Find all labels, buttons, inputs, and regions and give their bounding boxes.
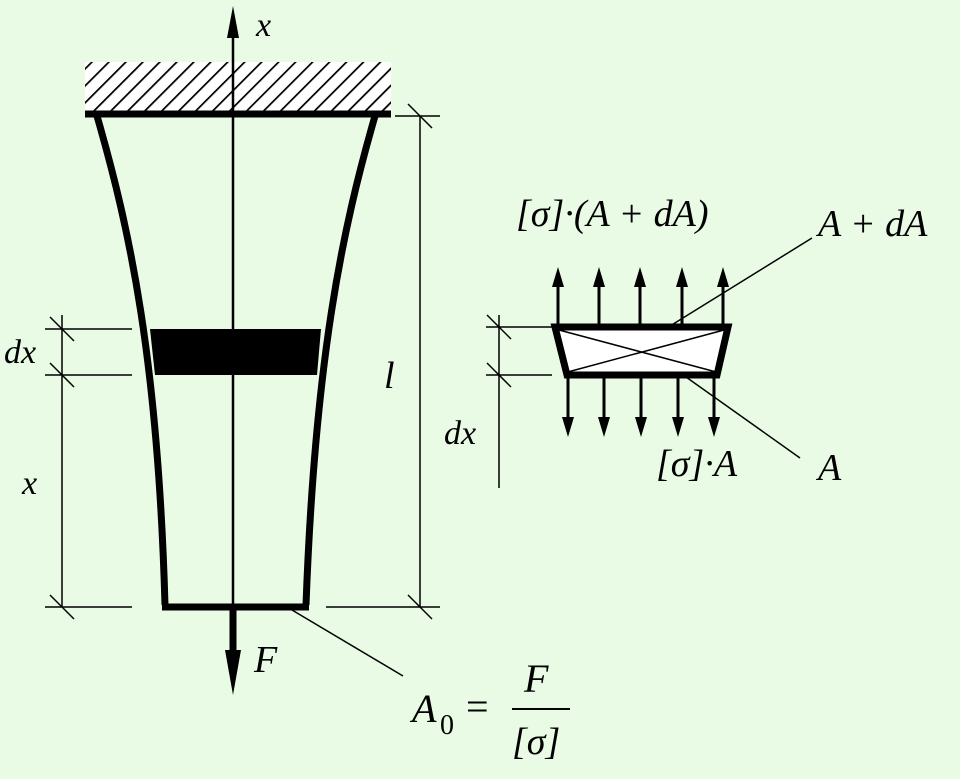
element-top-area-label: A + dA	[815, 203, 928, 245]
top-stress-arrowhead-5	[717, 267, 729, 287]
area-formula-denominator: [σ]	[512, 721, 560, 763]
element-top-force-label: [σ]·(A + dA)	[516, 193, 709, 235]
element-dx-tick-top	[486, 314, 512, 340]
bottom-stress-arrowhead-2	[598, 417, 610, 437]
top-stress-arrowhead-3	[634, 267, 646, 287]
dx-label-left: dx	[4, 334, 36, 371]
element-bottom-area-leader	[685, 376, 801, 459]
fixed-support-hatching	[85, 62, 391, 114]
position-x-label: x	[21, 465, 37, 502]
element-top-stress-arrows	[552, 267, 729, 326]
element-dx-tick-bottom	[486, 362, 512, 388]
bar-right-edge	[302, 115, 379, 606]
element-diagonal-2	[563, 329, 725, 374]
area-a0-subscript: 0	[440, 710, 454, 741]
bottom-stress-arrowhead-5	[708, 417, 720, 437]
area-formula-numerator: F	[523, 656, 549, 701]
area-equals-sign: =	[466, 684, 489, 729]
top-stress-arrowhead-2	[593, 267, 605, 287]
force-label: F	[253, 639, 278, 681]
dx-dim-tick-bottom	[49, 362, 75, 388]
bar-left-edge	[93, 115, 169, 606]
force-arrow-head	[225, 650, 241, 695]
dx-dim-tick-top	[49, 316, 75, 342]
element-diagonal-1	[558, 329, 721, 374]
length-label: l	[384, 355, 395, 397]
length-dim-tick-top	[407, 103, 433, 129]
x-axis-arrowhead	[227, 6, 239, 38]
top-stress-arrowhead-1	[552, 267, 564, 287]
element-bottom-stress-arrows	[562, 377, 720, 437]
element-dx-label: dx	[444, 415, 476, 452]
area-a0-symbol: A	[409, 686, 437, 731]
element-bottom-area-label: A	[815, 447, 842, 489]
element-top-area-leader	[669, 237, 813, 327]
bar-slice-dx	[150, 329, 321, 375]
bottom-stress-arrowhead-1	[562, 417, 574, 437]
x-axis-label: x	[255, 7, 271, 44]
area-a0-leader-line	[291, 609, 404, 677]
bottom-stress-arrowhead-3	[635, 417, 647, 437]
element-bottom-force-label: [σ]·A	[656, 443, 738, 485]
bottom-stress-arrowhead-4	[672, 417, 684, 437]
length-dim-tick-bottom	[407, 594, 433, 620]
x-dim-tick-bottom	[49, 594, 75, 620]
top-stress-arrowhead-4	[676, 267, 688, 287]
